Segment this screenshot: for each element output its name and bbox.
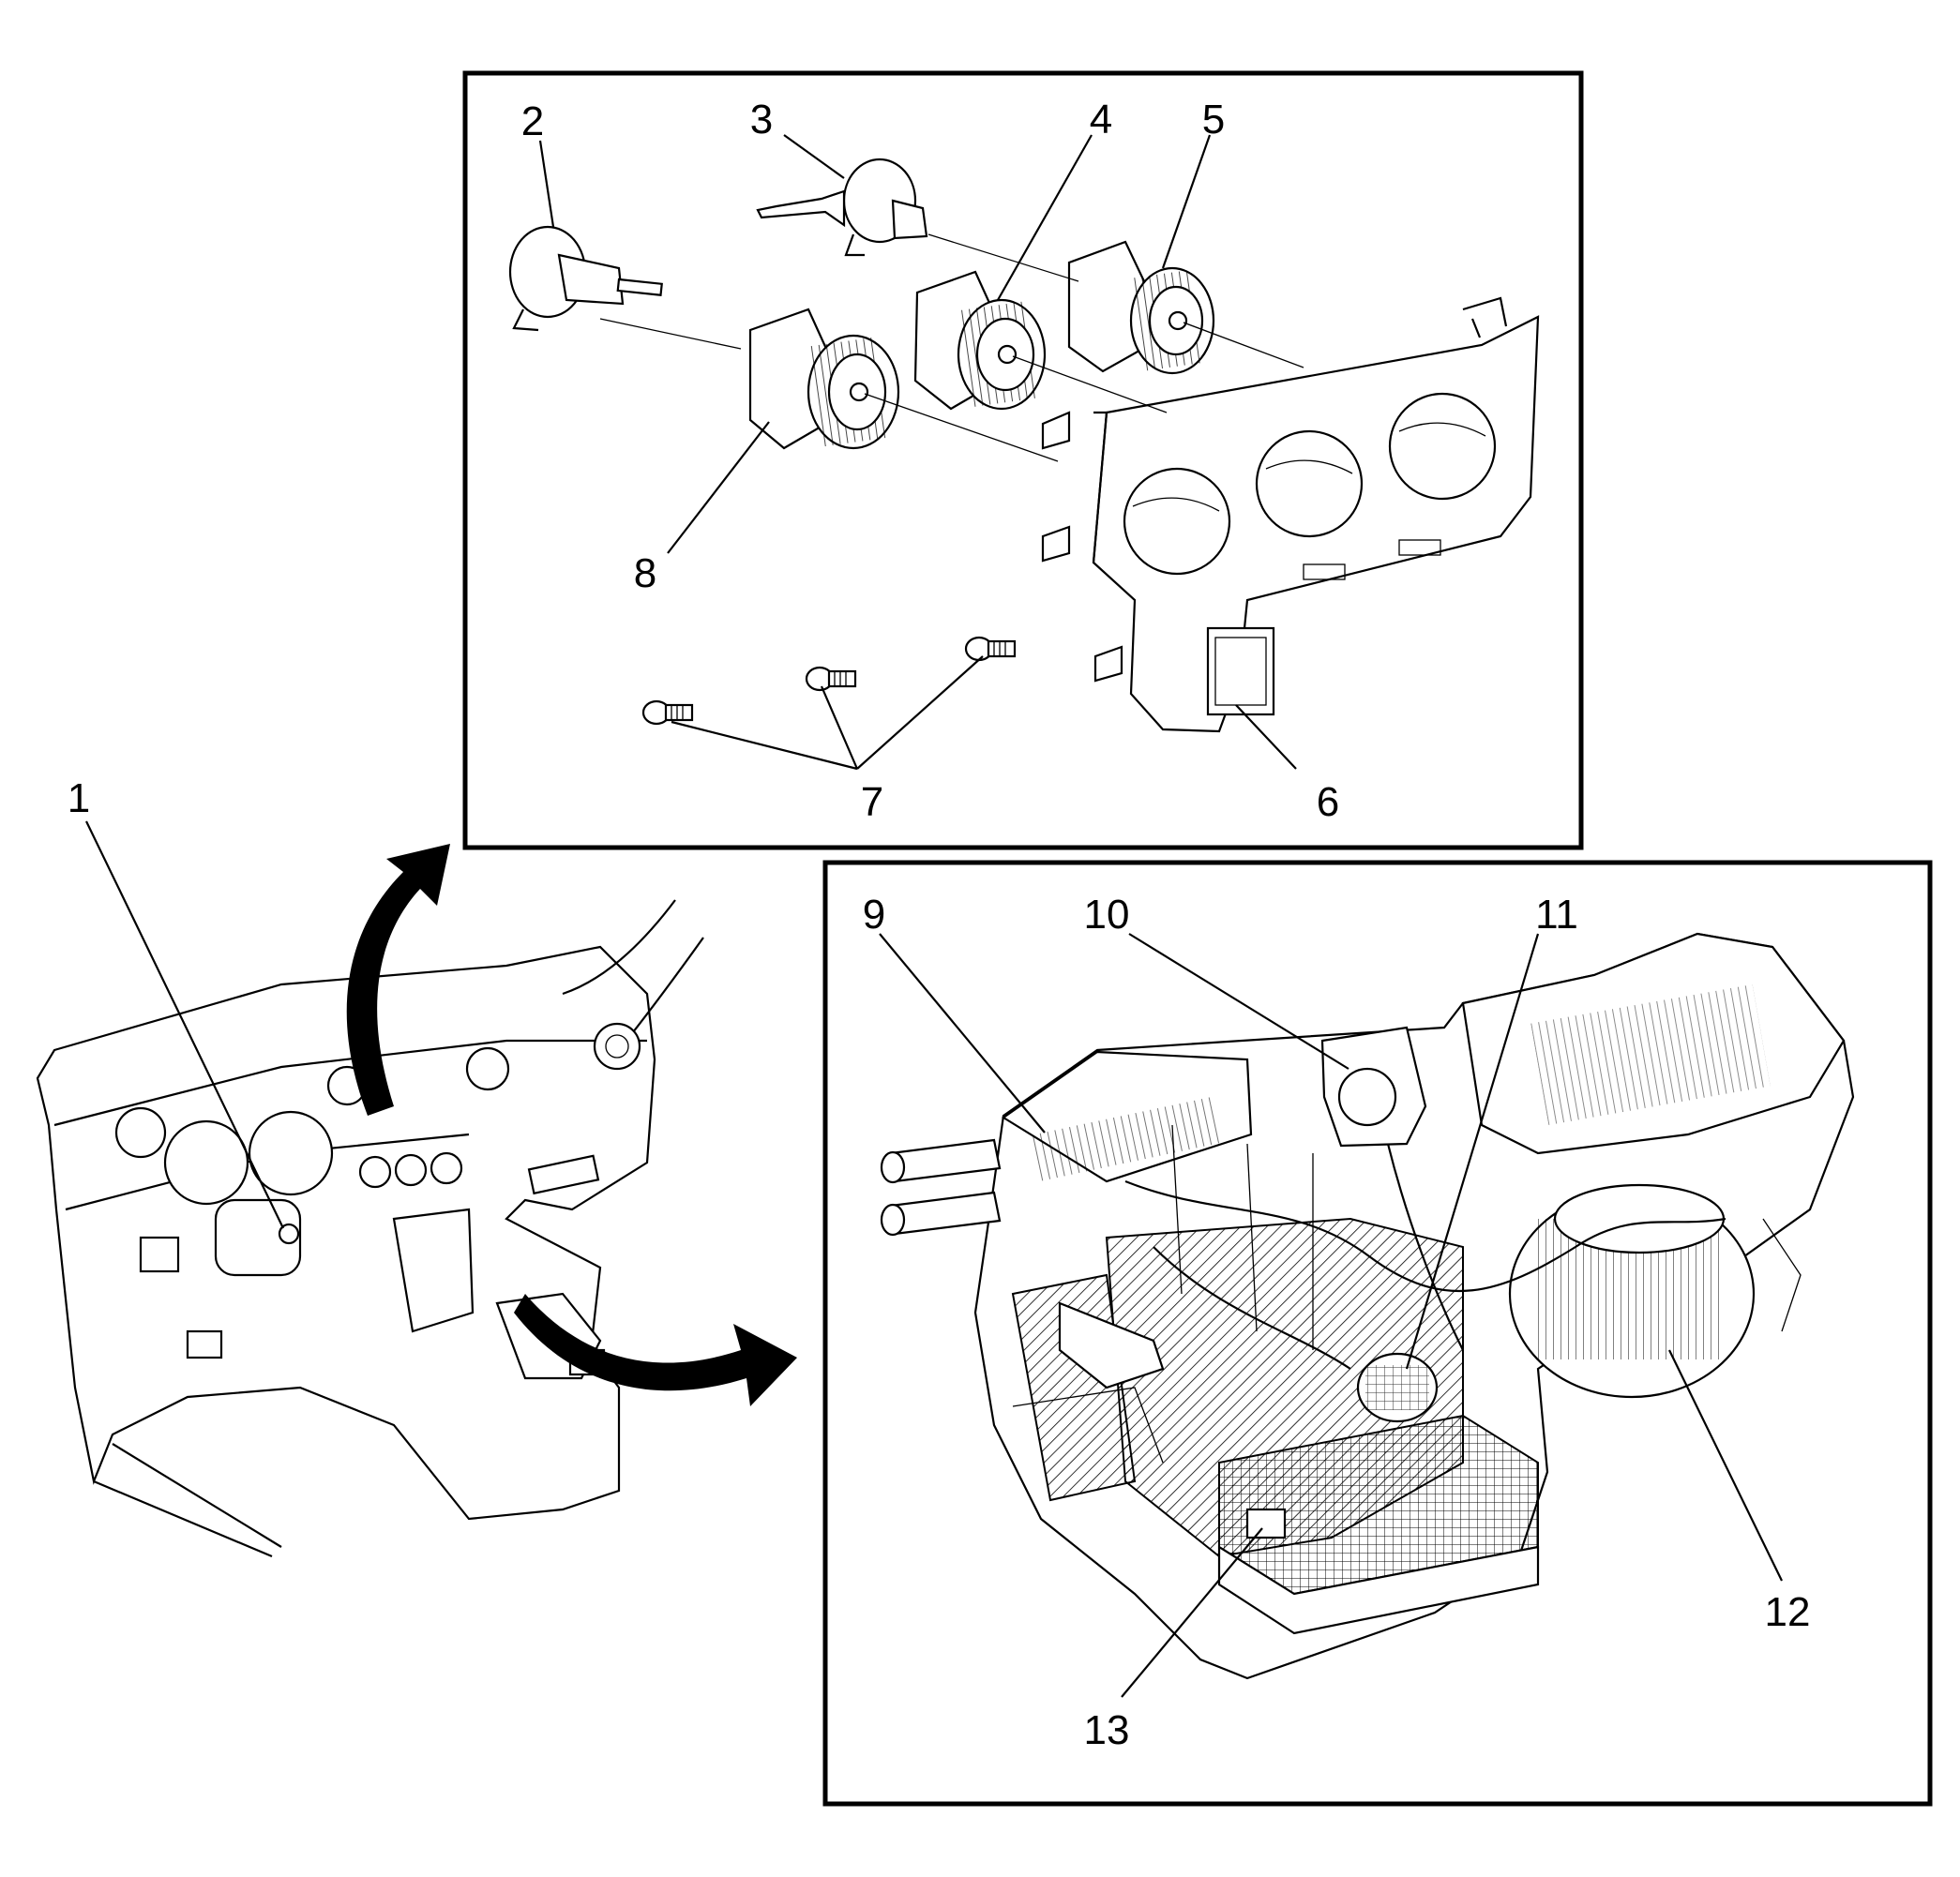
- screws-7: [641, 636, 1017, 726]
- callout-5: 5: [1202, 97, 1225, 143]
- switch-2: [508, 225, 663, 332]
- control-bracket: [1041, 296, 1540, 733]
- leader-1: [85, 820, 284, 1229]
- callout-11: 11: [1535, 892, 1578, 938]
- sensor-13: [1245, 1508, 1287, 1539]
- knob-switch-8: [748, 308, 900, 450]
- callout-9: 9: [863, 892, 885, 938]
- bracket-connector: [1206, 626, 1275, 716]
- callout-1: 1: [68, 775, 90, 821]
- dashboard-overview: 1: [36, 775, 797, 1558]
- coolant-pipes: [880, 1138, 1165, 1389]
- switch-3: [756, 158, 928, 257]
- knob-switch-5: [1067, 240, 1215, 375]
- callout-7: 7: [861, 779, 883, 825]
- callout-12: 12: [1765, 1589, 1811, 1635]
- callout-10: 10: [1084, 892, 1130, 938]
- callout-8: 8: [634, 550, 656, 596]
- hvac-module-housing: [880, 932, 1855, 1680]
- leader-lines-bottom: [879, 933, 1783, 1698]
- callout-4: 4: [1090, 97, 1112, 143]
- hvac-case-inset: 9 10 11 12 13: [822, 860, 1933, 1807]
- callout-13: 13: [1084, 1707, 1130, 1753]
- leader-lines-top: [538, 134, 1297, 771]
- control-panel-inset: 2 3 4 5 6 7 8: [462, 70, 1584, 850]
- callout-6: 6: [1317, 779, 1339, 825]
- callout-2: 2: [521, 98, 544, 144]
- knob-switch-4: [913, 270, 1047, 411]
- arrow-up-to-controls: [346, 844, 450, 1116]
- callout-3: 3: [750, 97, 773, 143]
- alignment-lines: [599, 233, 1304, 462]
- arrow-right-to-hvac: [514, 1294, 797, 1406]
